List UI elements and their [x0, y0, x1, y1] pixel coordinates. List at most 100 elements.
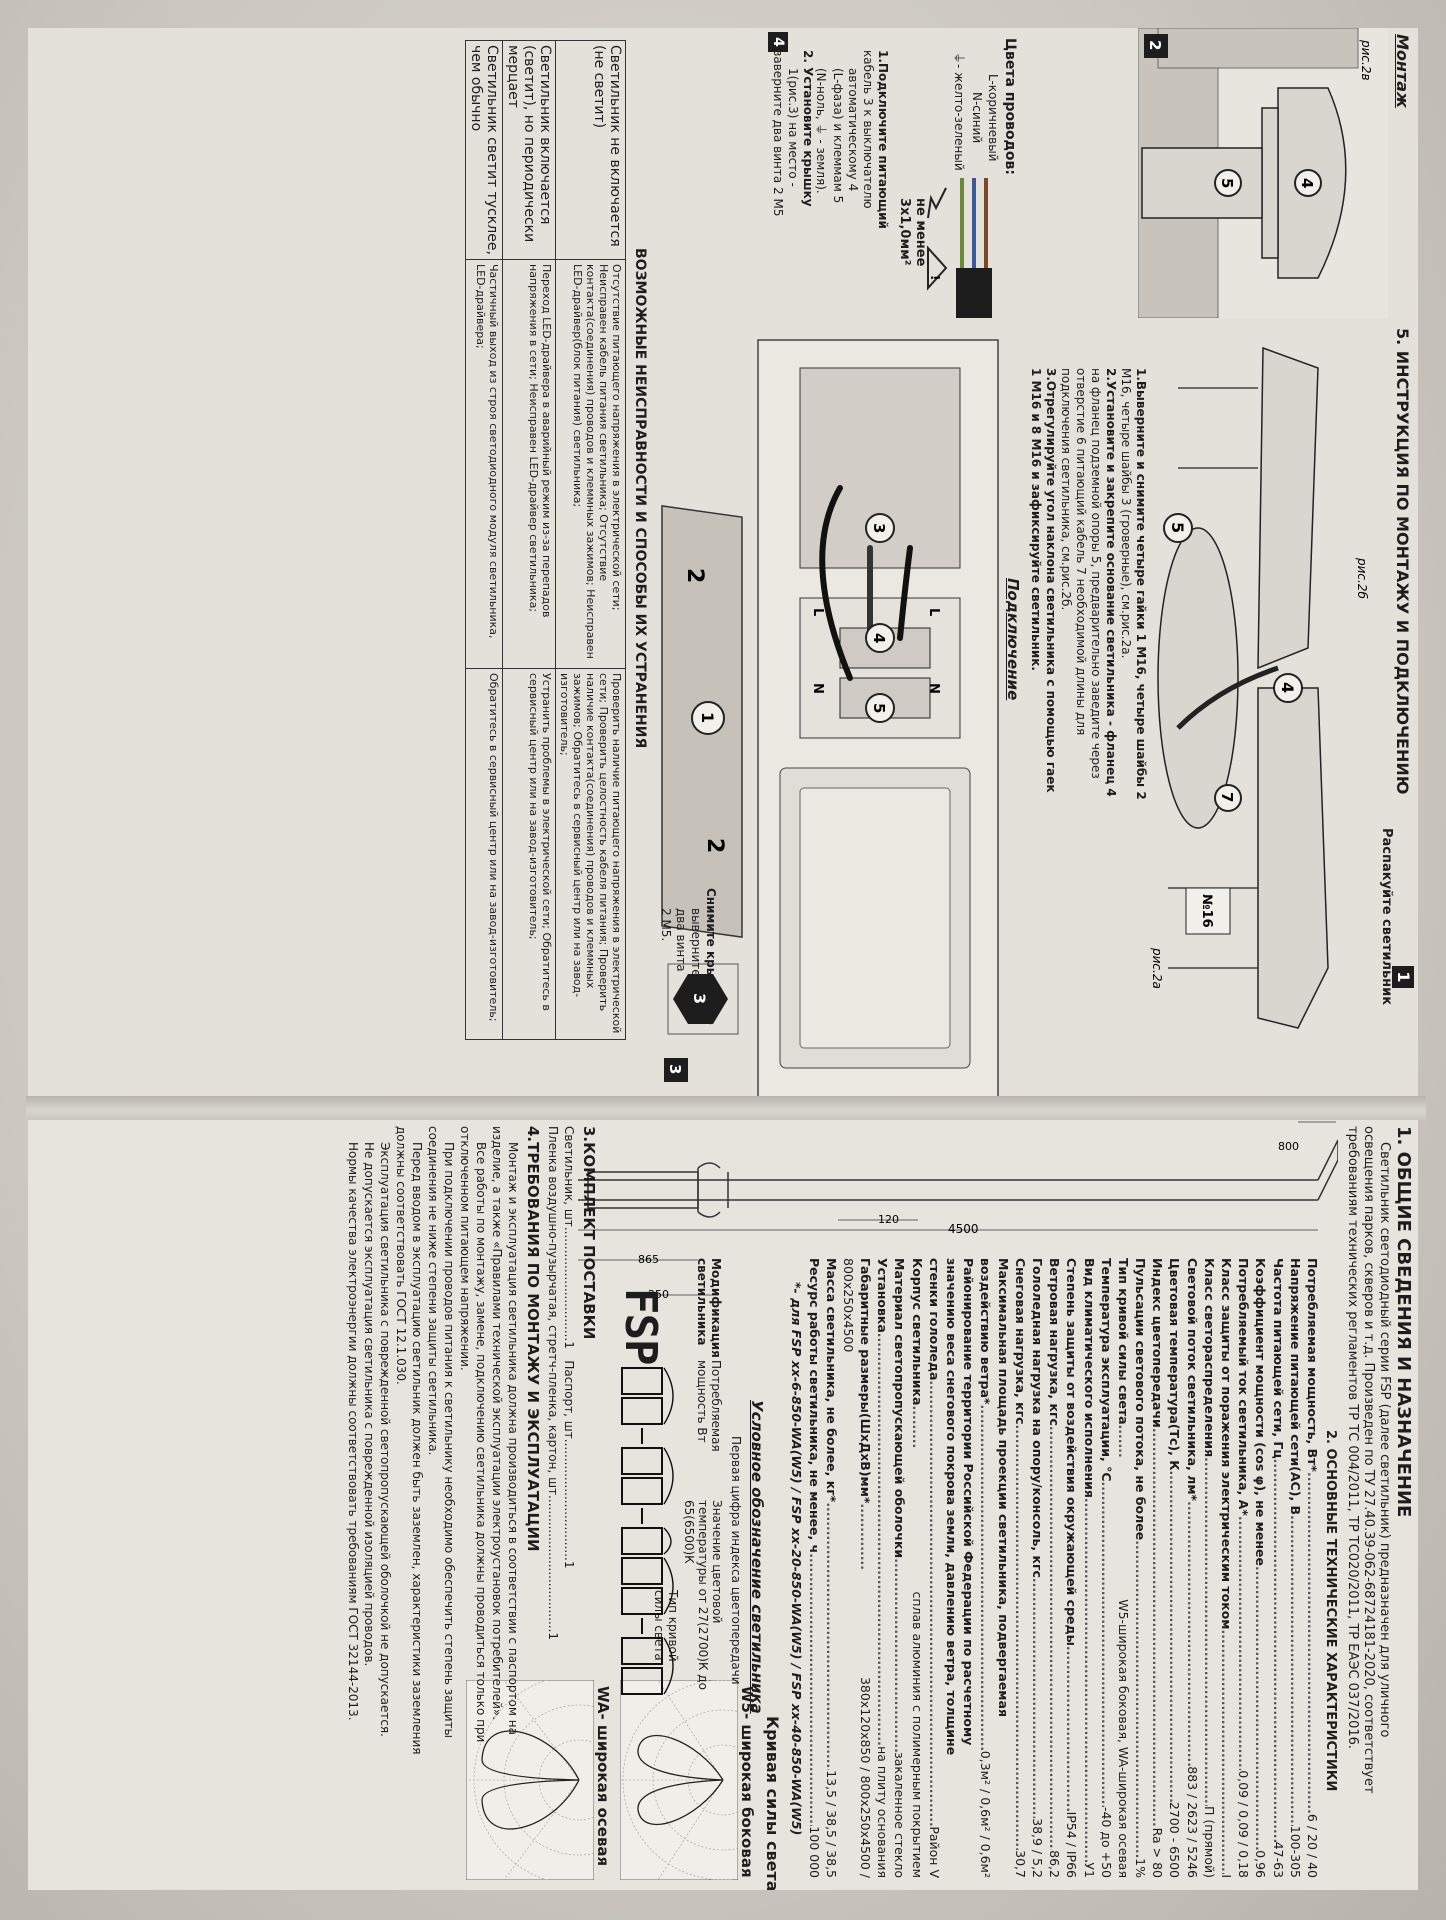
leaflet-right-panel: 5. ИНСТРУКЦИЯ ПО МОНТАЖУ И ПОДКЛЮЧЕНИЮ М… [28, 28, 1418, 1096]
fault-fix: Обратитесь в сервисный центр или на заво… [465, 668, 503, 1040]
terminal-l-label: L [810, 608, 825, 616]
s4-line: Монтаж и эксплуатация светильника должна… [506, 1142, 520, 1735]
code-label-mod: Модификация светильника [695, 1258, 723, 1358]
spec-row: Материал светопропускающей оболочки.....… [892, 1258, 908, 1878]
step1-label: Распакуйте светильник [1379, 828, 1394, 1006]
s4-line: Перед вводом в эксплуатацию светильник д… [410, 1142, 424, 1755]
terminal-n-label: N [810, 683, 825, 694]
spec-row: Ветровая нагрузка, кгс..................… [1047, 1258, 1063, 1878]
cable-spec-1: не менее [913, 198, 928, 267]
table-row: Светильник светит тусклее, чем обычно Ча… [465, 40, 503, 1040]
spec-row: значению веса снегового покрова земли, д… [944, 1258, 960, 1756]
s4-line: Эксплуатация светильника с поврежденной … [378, 1142, 392, 1737]
connect-line: кабель 3 к выключателю [861, 50, 875, 209]
step-badge: 1 [1392, 966, 1414, 988]
dim-pole: 865 [638, 1253, 659, 1266]
svg-text:3: 3 [870, 523, 888, 533]
svg-text:4: 4 [1298, 178, 1316, 188]
step-badge: 4 [768, 32, 788, 52]
connect-line: 2. Установите крышку [801, 50, 815, 207]
code-label-cri: Первая цифра индекса цветопередачи [729, 1436, 743, 1685]
code-title: Условное обозначение светильника [748, 1400, 766, 1714]
spec-row: Ресурс работы светильника, не менее, ч..… [806, 1258, 822, 1878]
curve-w5-label: W5- широкая боковая [738, 1686, 756, 1878]
cable-and-breaker-icon: ! [927, 178, 992, 318]
podkl-heading: Подключение [1004, 578, 1022, 701]
kit-item: Пленка воздушно-пузырчатая, стретч-пленк… [546, 1126, 560, 1641]
spec-row: Индекс цветопередачи....................… [1150, 1258, 1166, 1878]
spec-row: Установка...............................… [875, 1258, 891, 1878]
code-box-diagram [621, 1367, 674, 1695]
spec-row: Максимальная площадь проекции светильник… [995, 1258, 1011, 1717]
spec-row: Частота питающей сети, Гц...............… [1270, 1258, 1286, 1878]
s4-line: Все работы по монтажу, замене, подключен… [474, 1142, 488, 1743]
terminal-l-label: L [926, 608, 941, 616]
spec-row: Пульсации светового потока, не более....… [1133, 1258, 1149, 1878]
spec-row: Потребляемый ток светильника, А*........… [1236, 1258, 1252, 1878]
spec-list: Потребляемая мощность, Вт*..............… [787, 1258, 1320, 1878]
wire-colors-title: Цвета проводов: [1002, 38, 1018, 175]
spec-row: Потребляемая мощность, Вт*..............… [1305, 1258, 1320, 1878]
dim-length: 4500 [948, 1222, 979, 1236]
spec-row: Масса светильника, не более, кг*........… [823, 1258, 839, 1878]
spec-row: Гололедная нагрузка на опору/консоль, кг… [1030, 1258, 1045, 1878]
section5-title: 5. ИНСТРУКЦИЯ ПО МОНТАЖУ И ПОДКЛЮЧЕНИЮ [1393, 328, 1412, 795]
code-label-cct: Значение цветовой температуры от 27(2700… [682, 1500, 724, 1690]
spec-row: Тип кривой силы света.......W5-широкая б… [1115, 1258, 1131, 1878]
spec-row: Степень защиты от воздействия окружающей… [1064, 1258, 1080, 1878]
faults-title: ВОЗМОЖНЫЕ НЕИСПРАВНОСТИ И СПОСОБЫ ИХ УСТ… [632, 248, 648, 749]
code-prefix: FSP [615, 1288, 666, 1365]
fig2v-label: рис.2в [1359, 39, 1373, 81]
svg-text:5: 5 [1218, 178, 1236, 188]
section4-title: 4.ТРЕБОВАНИЯ ПО МОНТАЖУ И ЭКСПЛУАТАЦИИ [524, 1126, 542, 1552]
spec-row: Коэффициент мощности (cos φ), не менее..… [1253, 1258, 1269, 1878]
s4-line: соединения не ниже степени защиты светил… [426, 1126, 440, 1456]
dim-height: 800 [1278, 1140, 1299, 1153]
curve-wa-label: WA- широкая осевая [594, 1686, 612, 1867]
spec-row: Световой поток светильника, лм*.........… [1184, 1258, 1200, 1878]
svg-text:4: 4 [870, 633, 888, 643]
s4-line: изделие, а также «Правилами технической … [490, 1126, 504, 1721]
spec-row: Габаритные размеры(ШхДхВ)мм*............… [858, 1258, 874, 1878]
spec-row: Напряжение питающей сети(АС), В.........… [1287, 1258, 1303, 1878]
spec-row: Районирование территории Российской Феде… [961, 1258, 977, 1746]
svg-text:5: 5 [1168, 522, 1187, 533]
s4-line: отключенном питающем напряжении. [458, 1126, 472, 1371]
curve-wa-polar-chart [466, 1680, 594, 1880]
wire-color-l: L-коричневый [986, 74, 1000, 162]
montazh-heading: Монтаж [1393, 34, 1412, 108]
section1-line3: требованиям технических регламентов ТР Т… [1345, 1126, 1360, 1750]
connect-line: 1.Подключите питающий [876, 50, 890, 229]
section1-title: 1. ОБЩИЕ СВЕДЕНИЯ И НАЗНАЧЕНИЕ [1393, 1126, 1414, 1518]
install-line: 2.Установите и закрепите основание свети… [1104, 368, 1118, 797]
cover-line: выверните [689, 908, 703, 977]
step-badge: 2 [1146, 40, 1164, 50]
s4-line: Нормы качества электроэнергии должны соо… [346, 1142, 360, 1721]
cover-line: Снимите крышку 1- [704, 888, 718, 1025]
spec-footnote: *- для FSP xx-6-850-WA(W5) / FSP xx-20-8… [789, 1282, 805, 1836]
pole-flange-illustration: 4 5 рис.2в 2 [1138, 28, 1388, 318]
connect-line: 1(рис.3) на место - [786, 68, 800, 187]
spec-row: 800х250х4500 [840, 1258, 856, 1353]
install-line: на фланец подземной опоры 5, предварител… [1089, 368, 1103, 779]
fault-problem: Светильник светит тусклее, чем обычно [465, 40, 503, 260]
install-line: 1.Выверните и снимите четыре гайки 1 М16… [1134, 368, 1148, 800]
section1-line1: Светильник светодиодный серии FSP (далее… [1377, 1142, 1392, 1738]
curve-w5-polar-chart [620, 1680, 738, 1880]
spec-row: Цветовая температура(Тс), К.............… [1167, 1258, 1183, 1878]
dim-base: 250 [648, 1288, 669, 1301]
dim-arm: 120 [878, 1213, 899, 1226]
install-line: подключения светильника, см.рис.2б. [1059, 368, 1073, 611]
svg-text:!: ! [928, 275, 942, 280]
install-line: М16, четыре шайбы 3 (гроверные), см.рис.… [1119, 368, 1133, 659]
s4-line: Не допускается эксплуатация светильника … [362, 1142, 376, 1667]
connect-line: автоматическому 4 [846, 68, 860, 192]
step-badge: 3 [666, 1064, 684, 1074]
spec-row: воздействию ветра*......................… [978, 1258, 994, 1878]
wire-color-n: N-синий [970, 92, 984, 144]
fault-fix: Проверить наличие питающего напряжения в… [555, 668, 626, 1040]
svg-text:2: 2 [702, 838, 727, 853]
fault-cause: Частичный выход из строя светодиодного м… [465, 259, 503, 669]
